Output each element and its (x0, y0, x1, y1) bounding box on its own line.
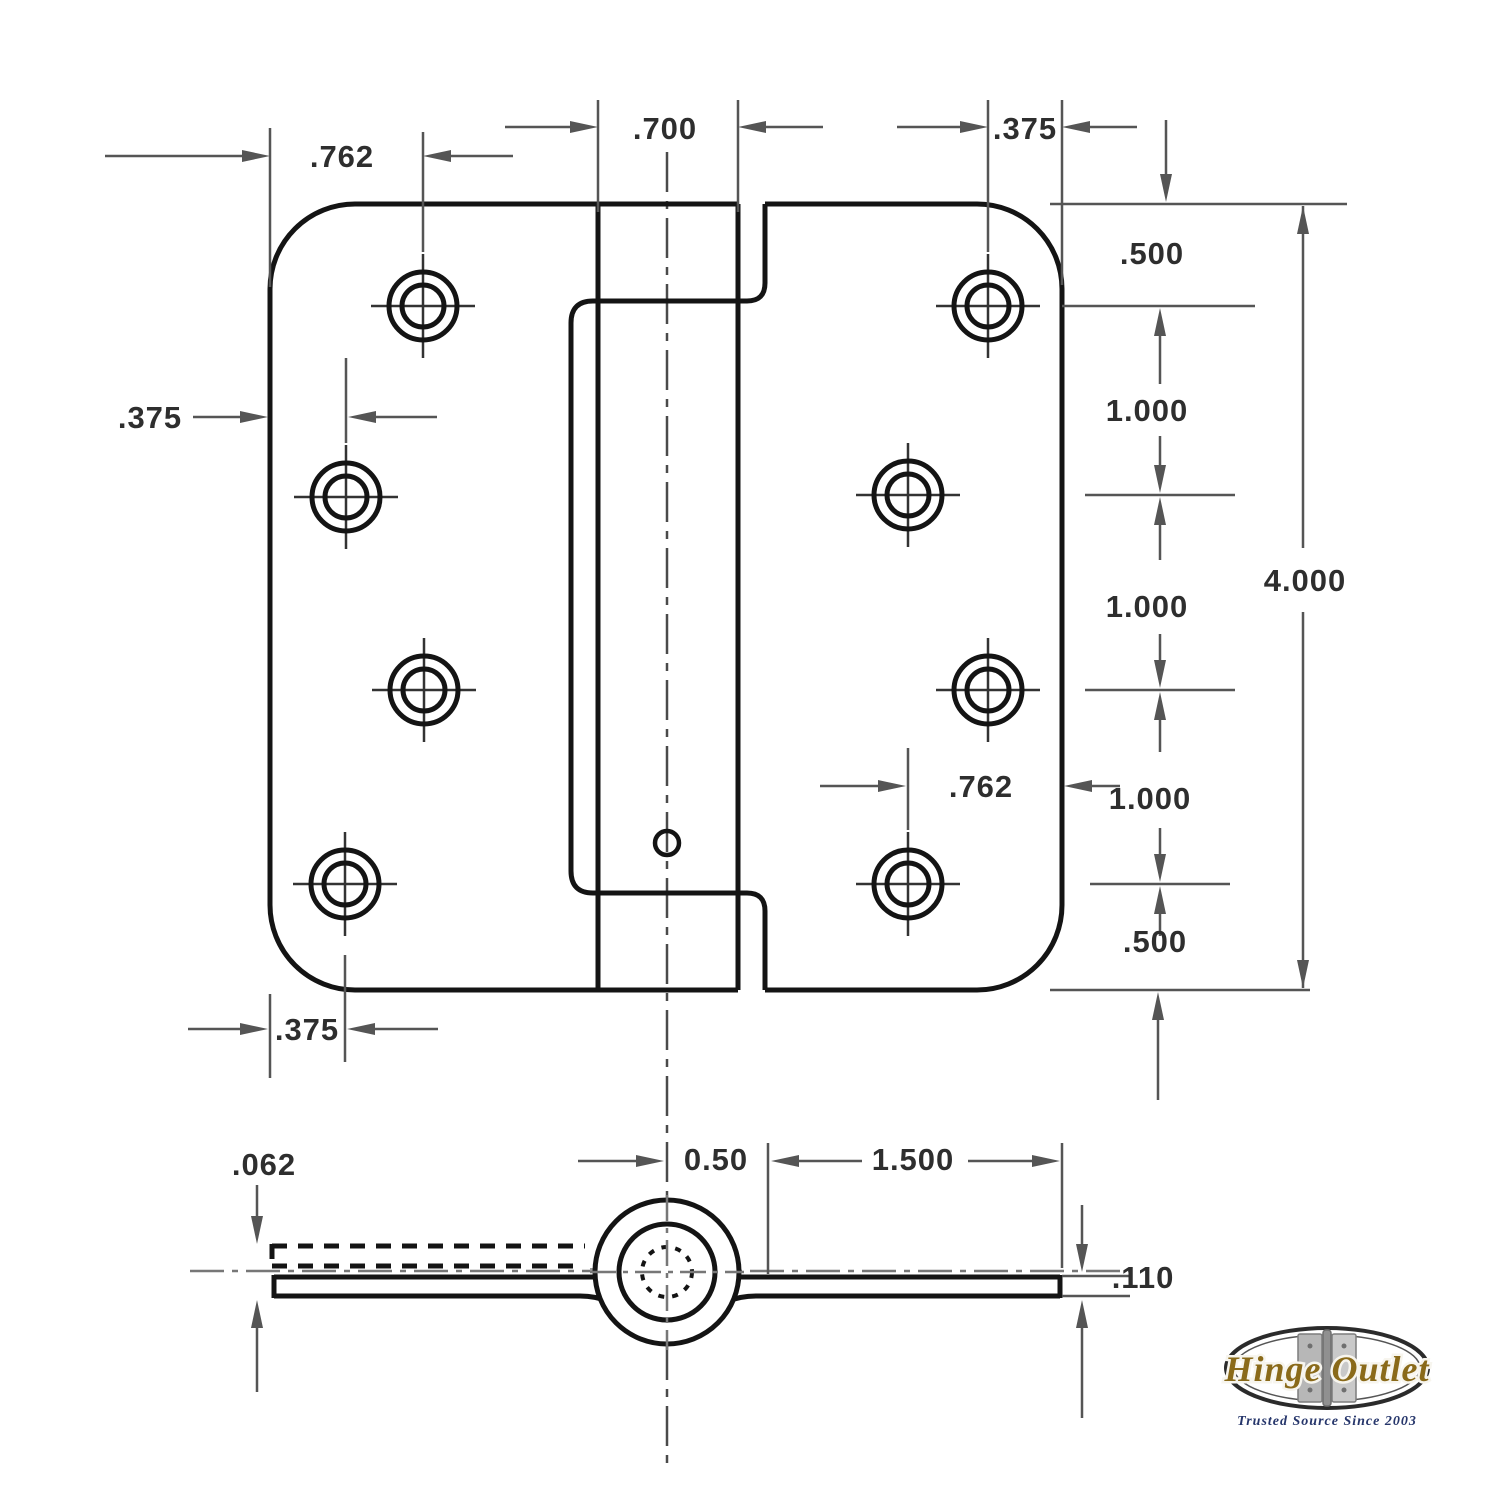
dim-leaf-thickness: .110 (1112, 1260, 1175, 1295)
left-leaf-outline (267, 201, 739, 993)
dim-top-margin: .500 (1120, 236, 1184, 271)
screw-hole (293, 832, 397, 936)
dimension-labels: .762 .700 .375 .500 1.000 1.000 1.000 4.… (118, 111, 1347, 1295)
dim-hole-spacing-c: 1.000 (1109, 781, 1192, 816)
dimension-extension-lines (268, 100, 1347, 1298)
logo-tagline-text: Trusted Source Since 2003 (1237, 1414, 1417, 1429)
dim-knuckle-width: .700 (633, 111, 697, 146)
logo-hinge-icon (1297, 1329, 1357, 1407)
dim-leaf-offset: .062 (232, 1147, 296, 1182)
screw-hole (372, 638, 476, 742)
leaf-cut-line (568, 204, 768, 990)
dim-top-left-offset: .762 (310, 139, 374, 174)
dim-leaf-length: 1.500 (872, 1142, 955, 1177)
hinge-outlet-logo: Hinge Outlet Trusted Source Since 2003 (1221, 1326, 1431, 1429)
logo-brand-text: Hinge Outlet (1223, 1349, 1429, 1389)
screw-hole (294, 445, 398, 549)
screw-hole (936, 638, 1040, 742)
side-left-leaf (271, 1274, 631, 1320)
side-right-leaf (704, 1274, 1063, 1320)
screw-hole (856, 832, 960, 936)
hinge-top-view (267, 152, 1065, 1468)
dim-top-right-offset: .375 (993, 111, 1057, 146)
dim-hole-spacing-b: 1.000 (1106, 589, 1189, 624)
dim-right-hole-offset: .762 (949, 769, 1013, 804)
right-leaf-outline (765, 201, 1065, 993)
pin-hole (652, 828, 682, 858)
screw-hole (371, 254, 475, 358)
hinge-side-view (190, 1195, 1132, 1350)
sprung-leaf-dashed (269, 1243, 585, 1269)
screw-hole (856, 443, 960, 547)
dimension-arrowheads (240, 121, 1309, 1328)
dim-hole-spacing-a: 1.000 (1106, 393, 1189, 428)
dim-center-to-leaf: 0.50 (684, 1142, 748, 1177)
dim-bottom-left-offset: .375 (275, 1012, 339, 1047)
knuckle-centerline-cross (590, 1195, 744, 1350)
barrel-lines (595, 204, 741, 990)
dimension-lines (105, 120, 1305, 1418)
dim-overall-height: 4.000 (1264, 563, 1347, 598)
dim-left-offset: .375 (118, 400, 182, 435)
dim-bottom-margin: .500 (1123, 924, 1187, 959)
screw-hole (936, 254, 1040, 358)
